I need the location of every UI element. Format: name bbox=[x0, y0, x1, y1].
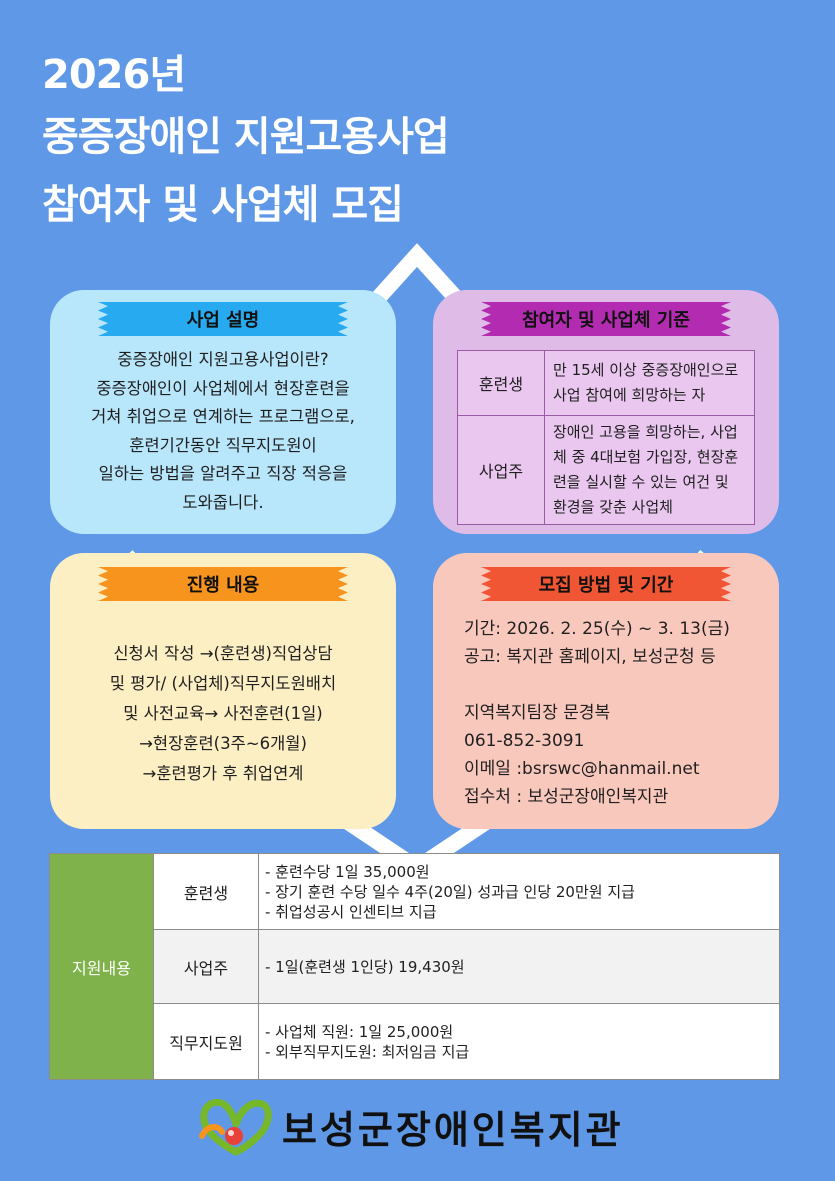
support-item: - 외부직무지도원: 최저임금 지급 bbox=[265, 1042, 470, 1061]
footer-org-name: 보성군장애인복지관 bbox=[282, 1107, 624, 1152]
support-items: - 1일(훈련생 1인당) 19,430원 bbox=[258, 929, 780, 1004]
criteria-heading: 참여자 및 사업체 기준 bbox=[481, 302, 731, 336]
criteria-value-line: 사업 참여에 희망하는 자 bbox=[553, 386, 706, 404]
criteria-value: 만 15세 이상 중증장애인으로 사업 참여에 희망하는 자 bbox=[544, 350, 755, 416]
description-heading: 사업 설명 bbox=[98, 302, 348, 336]
support-table: 지원내용 훈련생 - 훈련수당 1일 35,000원 - 장기 훈련 수당 일수… bbox=[49, 853, 780, 1080]
recruit-card: 모집 방법 및 기간 기간: 2026. 2. 25(수) ~ 3. 13(금)… bbox=[433, 553, 779, 829]
recruit-contact-team: 지역복지팀장 문경복 bbox=[464, 703, 611, 723]
description-line: 중증장애인이 사업체에서 현장훈련을 bbox=[96, 378, 350, 398]
support-item: - 장기 훈련 수당 일수 4주(20일) 성과급 인당 20만원 지급 bbox=[265, 882, 635, 901]
title-year: 2026년 bbox=[42, 52, 186, 98]
title-program: 중증장애인 지원고용사업 bbox=[42, 114, 450, 160]
support-header: 지원내용 bbox=[49, 853, 154, 1080]
footer-logo: 보성군장애인복지관 bbox=[196, 1094, 624, 1158]
description-line: 거쳐 취업으로 연계하는 프로그램으로, bbox=[91, 407, 355, 426]
criteria-row-trainee: 훈련생 만 15세 이상 중증장애인으로 사업 참여에 희망하는 자 bbox=[457, 350, 755, 416]
description-card: 사업 설명 중증장애인 지원고용사업이란? 중증장애인이 사업체에서 현장훈련을… bbox=[50, 290, 396, 534]
recruit-notice: 공고: 복지관 홈페이지, 보성군청 등 bbox=[464, 647, 716, 667]
criteria-card: 참여자 및 사업체 기준 훈련생 만 15세 이상 중증장애인으로 사업 참여에… bbox=[433, 290, 779, 534]
recruit-office: 접수처 : 보성군장애인복지관 bbox=[464, 787, 669, 807]
criteria-value-line: 환경을 갖춘 사업체 bbox=[553, 498, 673, 516]
criteria-label: 사업주 bbox=[457, 415, 545, 525]
description-line: 훈련기간동안 직무지도원이 bbox=[129, 435, 317, 455]
criteria-table: 훈련생 만 15세 이상 중증장애인으로 사업 참여에 희망하는 자 사업주 장… bbox=[457, 350, 755, 525]
process-heading: 진행 내용 bbox=[98, 567, 348, 601]
support-item: - 1일(훈련생 1인당) 19,430원 bbox=[265, 957, 465, 976]
process-text: 신청서 작성 →(훈련생)직업상담 및 평가/ (사업체)직무지도원배치 및 사… bbox=[50, 639, 396, 789]
criteria-value-line: 만 15세 이상 중증장애인으로 bbox=[553, 361, 739, 379]
process-card: 진행 내용 신청서 작성 →(훈련생)직업상담 및 평가/ (사업체)직무지도원… bbox=[50, 553, 396, 829]
recruit-phone: 061-852-3091 bbox=[464, 731, 585, 751]
process-line: 신청서 작성 →(훈련생)직업상담 bbox=[113, 644, 333, 663]
criteria-value-line: 체 중 4대보험 가입장, 현장훈 bbox=[553, 448, 739, 466]
recruit-text: 기간: 2026. 2. 25(수) ~ 3. 13(금) 공고: 복지관 홈페… bbox=[464, 615, 730, 811]
support-label: 훈련생 bbox=[153, 853, 259, 930]
recruit-email: 이메일 :bsrswc@hanmail.net bbox=[464, 759, 700, 779]
criteria-value-line: 련을 실시할 수 있는 여건 및 bbox=[553, 473, 729, 491]
criteria-value: 장애인 고용을 희망하는, 사업 체 중 4대보험 가입장, 현장훈 련을 실시… bbox=[544, 415, 755, 525]
support-items: - 훈련수당 1일 35,000원 - 장기 훈련 수당 일수 4주(20일) … bbox=[258, 853, 780, 930]
support-item: - 사업체 직원: 1일 25,000원 bbox=[265, 1022, 454, 1041]
process-line: →현장훈련(3주~6개월) bbox=[139, 734, 307, 753]
support-item: - 취업성공시 인센티브 지급 bbox=[265, 902, 437, 921]
support-label: 사업주 bbox=[153, 929, 259, 1004]
criteria-row-employer: 사업주 장애인 고용을 희망하는, 사업 체 중 4대보험 가입장, 현장훈 련… bbox=[457, 415, 755, 525]
description-text: 중증장애인 지원고용사업이란? 중증장애인이 사업체에서 현장훈련을 거쳐 취업… bbox=[50, 346, 396, 517]
process-line: 및 사전교육→ 사전훈련(1일) bbox=[123, 704, 323, 723]
title-recruit: 참여자 및 사업체 모집 bbox=[42, 182, 404, 228]
recruit-period: 기간: 2026. 2. 25(수) ~ 3. 13(금) bbox=[464, 619, 730, 639]
criteria-value-line: 장애인 고용을 희망하는, 사업 bbox=[553, 423, 738, 441]
heart-logo-icon bbox=[199, 1098, 272, 1156]
description-line: 중증장애인 지원고용사업이란? bbox=[117, 350, 329, 369]
description-line: 일하는 방법을 알려주고 직장 적응을 bbox=[98, 464, 348, 483]
process-line: 및 평가/ (사업체)직무지도원배치 bbox=[109, 674, 337, 693]
description-line: 도와줍니다. bbox=[182, 492, 264, 512]
support-items: - 사업체 직원: 1일 25,000원 - 외부직무지도원: 최저임금 지급 bbox=[258, 1003, 780, 1080]
criteria-label: 훈련생 bbox=[457, 350, 545, 416]
support-item: - 훈련수당 1일 35,000원 bbox=[265, 862, 430, 881]
process-line: →훈련평가 후 취업연계 bbox=[142, 764, 304, 783]
support-row-employer: 사업주 - 1일(훈련생 1인당) 19,430원 bbox=[50, 929, 780, 1004]
support-label: 직무지도원 bbox=[153, 1003, 259, 1080]
support-row-trainee: 지원내용 훈련생 - 훈련수당 1일 35,000원 - 장기 훈련 수당 일수… bbox=[49, 853, 780, 1080]
recruit-heading: 모집 방법 및 기간 bbox=[481, 567, 731, 601]
support-row-job-coach: 직무지도원 - 사업체 직원: 1일 25,000원 - 외부직무지도원: 최저… bbox=[50, 1003, 780, 1080]
